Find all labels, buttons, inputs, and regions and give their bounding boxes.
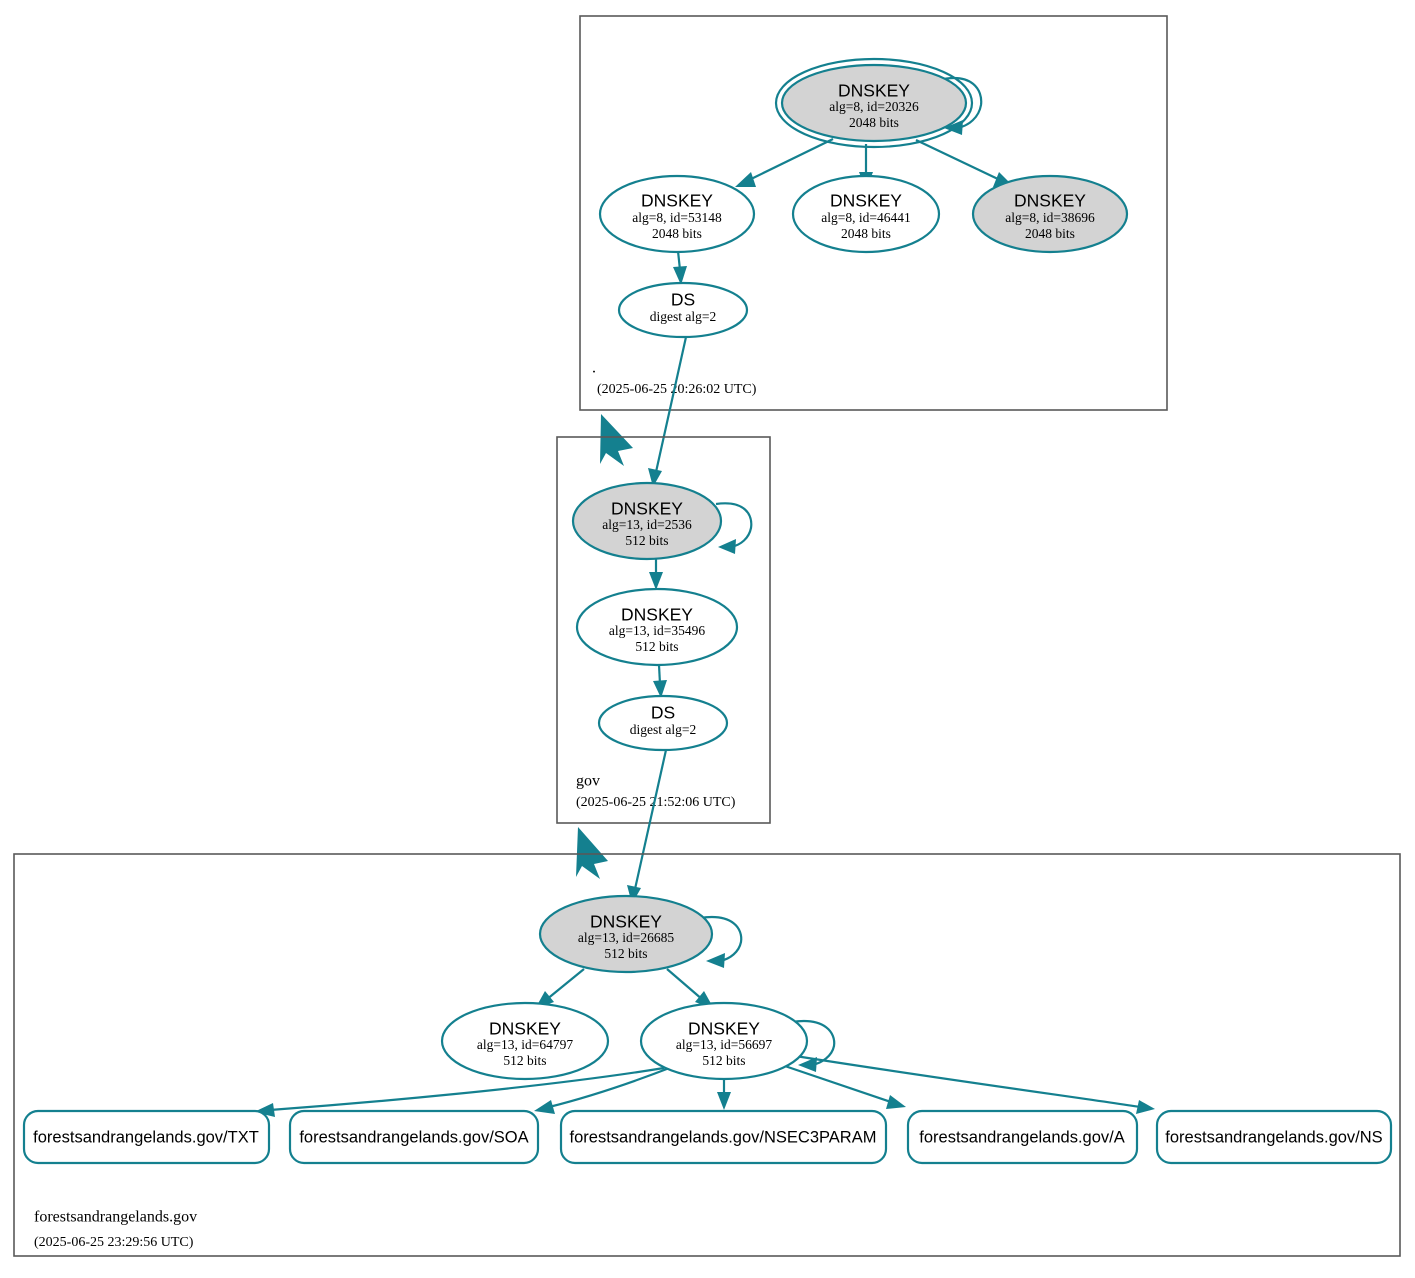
node-ds-gov-to-child[interactable]: DS digest alg=2 [597,694,729,752]
edge-56697-to-soa [534,1065,673,1114]
node-dnskey-56697-title: DNSKEY [688,1019,760,1039]
node-dnskey-38696-bits: 2048 bits [1025,226,1075,241]
node-dnskey-26685-title: DNSKEY [590,912,662,932]
node-ds-root-title: DS [671,290,695,310]
node-dnskey-20326-alg-id: alg=8, id=20326 [829,99,919,114]
node-dnskey-35496-alg-id: alg=13, id=35496 [609,623,705,638]
node-dnskey-38696-title: DNSKEY [1014,191,1086,211]
node-dnskey-26685-bits: 512 bits [604,946,647,961]
rrset-ns-shape [1155,1109,1393,1165]
node-ds-root-to-gov[interactable]: DS digest alg=2 [617,281,749,339]
node-dnskey-46441-bits: 2048 bits [841,226,891,241]
zone-forestsandrangelands-border [13,853,1401,1257]
node-dnskey-20326[interactable]: DNSKEY alg=8, id=20326 2048 bits [774,57,974,149]
node-dnskey-20326-shape [780,63,968,143]
node-dnskey-35496[interactable]: DNSKEY alg=13, id=35496 512 bits [575,587,739,667]
node-dnskey-46441[interactable]: DNSKEY alg=8, id=46441 2048 bits [791,174,941,254]
zone-root: DNSKEY alg=8, id=20326 2048 bits DNSKEY … [579,15,1168,411]
zone-gov-name: gov [576,773,600,790]
node-dnskey-2536-bits: 512 bits [625,533,668,548]
node-ds-gov-shape [597,694,729,752]
rrset-txt-label: forestsandrangelands.gov/TXT [33,1128,259,1146]
zone-forestsandrangelands: DNSKEY alg=13, id=26685 512 bits DNSKEY … [13,853,1401,1257]
edge-56697-to-txt [254,1066,665,1117]
rrset-a-label: forestsandrangelands.gov/A [919,1128,1124,1146]
node-dnskey-38696-alg-id: alg=8, id=38696 [1005,210,1095,225]
edge-gov-ksk-to-35496 [649,557,663,590]
zone-forestsandrangelands-timestamp: (2025-06-25 23:29:56 UTC) [34,1235,194,1250]
node-dnskey-64797-bits: 512 bits [503,1053,546,1068]
node-dnskey-46441-alg-id: alg=8, id=46441 [821,210,910,225]
rrset-nsec3param-shape [559,1109,888,1165]
node-ds-gov-title: DS [651,703,675,723]
node-dnskey-26685-alg-id: alg=13, id=26685 [578,930,674,945]
edge-56697-to-a [775,1061,906,1109]
edge-root-ds-to-gov-ksk [648,336,688,487]
zone-gov: DNSKEY alg=13, id=2536 512 bits DNSKEY a… [556,436,771,824]
rrset-a-shape [906,1109,1139,1165]
node-dnskey-38696-shape [971,174,1129,254]
node-dnskey-53148-alg-id: alg=8, id=53148 [632,210,722,225]
rrset-a[interactable]: forestsandrangelands.gov/A [906,1109,1139,1165]
node-dnskey-53148-title: DNSKEY [641,191,713,211]
rrset-txt-shape [22,1109,271,1165]
node-dnskey-35496-shape [575,587,739,667]
edge-root-ksk-to-38696 [915,139,1014,187]
rrset-ns-label: forestsandrangelands.gov/NS [1165,1128,1382,1146]
zone-gov-timestamp: (2025-06-25 21:52:06 UTC) [576,795,736,810]
node-dnskey-64797-title: DNSKEY [489,1019,561,1039]
node-dnskey-46441-title: DNSKEY [830,191,902,211]
edge-56697-to-nsec3param [717,1078,731,1110]
node-ds-root-digest: digest alg=2 [650,309,716,324]
edge-root-ksk-to-53148 [735,138,834,187]
node-dnskey-53148-shape [598,174,756,254]
node-dnskey-2536-shape [571,481,723,561]
edge-child-56697-self-signature [791,1019,836,1072]
rrset-ns[interactable]: forestsandrangelands.gov/NS [1155,1109,1393,1165]
node-dnskey-2536-alg-id: alg=13, id=2536 [602,517,692,532]
zone-forestsandrangelands-name: forestsandrangelands.gov [34,1209,197,1226]
node-dnskey-56697-alg-id: alg=13, id=56697 [676,1037,772,1052]
node-dnskey-20326-title: DNSKEY [838,81,910,101]
node-ds-root-shape [617,281,749,339]
node-dnskey-56697-shape [639,1001,809,1081]
edge-gov-ksk-self-signature [715,502,753,554]
edge-root-53148-to-ds [673,250,687,285]
rrset-soa-label: forestsandrangelands.gov/SOA [299,1128,528,1146]
rrset-soa[interactable]: forestsandrangelands.gov/SOA [288,1109,540,1165]
edge-gov-35496-to-ds [653,664,667,698]
node-dnskey-64797[interactable]: DNSKEY alg=13, id=64797 512 bits [440,1001,610,1081]
zone-root-border [579,15,1168,411]
trust-arrow-root-to-gov [600,414,633,466]
zone-gov-border [556,436,771,824]
node-dnskey-2536[interactable]: DNSKEY alg=13, id=2536 512 bits [571,481,723,561]
node-dnskey-20326-bits: 2048 bits [849,115,899,130]
zone-root-name: . [592,360,596,377]
edge-child-ksk-self-signature [699,915,743,968]
zone-root-timestamp: (2025-06-25 20:26:02 UTC) [597,382,757,397]
rrset-nsec3param-label: forestsandrangelands.gov/NSEC3PARAM [570,1128,877,1146]
node-dnskey-2536-title: DNSKEY [611,499,683,519]
trust-arrow-gov-to-child [576,827,608,879]
node-ds-gov-digest: digest alg=2 [630,722,696,737]
rrset-nsec3param[interactable]: forestsandrangelands.gov/NSEC3PARAM [559,1109,888,1165]
sep-outer-ring [774,57,974,149]
edge-gov-ds-to-child-ksk [627,749,668,904]
node-dnskey-26685[interactable]: DNSKEY alg=13, id=26685 512 bits [538,894,714,974]
node-dnskey-46441-shape [791,174,941,254]
node-dnskey-53148[interactable]: DNSKEY alg=8, id=53148 2048 bits [598,174,756,254]
rrset-txt[interactable]: forestsandrangelands.gov/TXT [22,1109,271,1165]
node-dnskey-56697[interactable]: DNSKEY alg=13, id=56697 512 bits [639,1001,809,1081]
node-dnskey-38696[interactable]: DNSKEY alg=8, id=38696 2048 bits [971,174,1129,254]
node-dnskey-53148-bits: 2048 bits [652,226,702,241]
node-dnskey-35496-title: DNSKEY [621,605,693,625]
rrset-soa-shape [288,1109,540,1165]
node-dnskey-26685-shape [538,894,714,974]
node-dnskey-64797-shape [440,1001,610,1081]
edge-56697-to-ns [788,1053,1155,1114]
node-dnskey-35496-bits: 512 bits [635,639,678,654]
node-dnskey-64797-alg-id: alg=13, id=64797 [477,1037,573,1052]
node-dnskey-56697-bits: 512 bits [702,1053,745,1068]
